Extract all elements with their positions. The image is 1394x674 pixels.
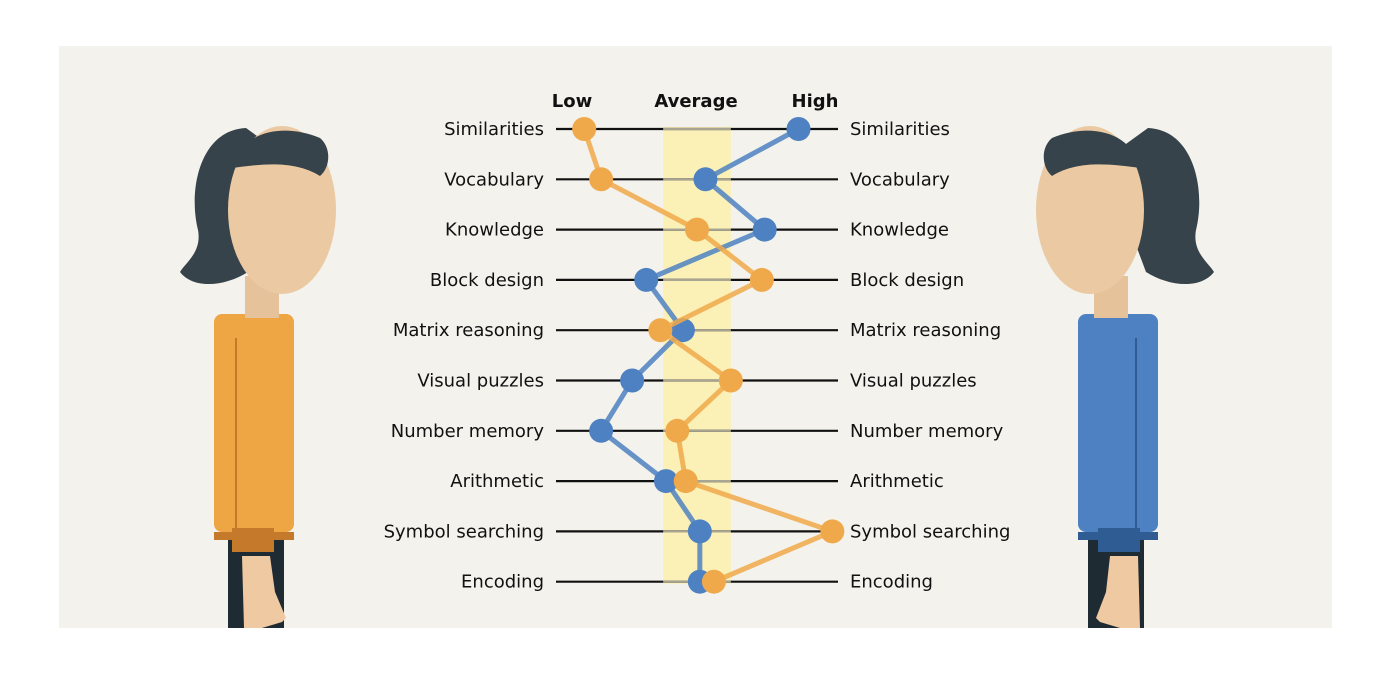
series-blue (589, 117, 811, 594)
point-blue-visual-puzzles (620, 368, 645, 393)
left-label-matrix-reasoning: Matrix reasoning (393, 320, 544, 341)
series-orange (572, 117, 845, 594)
left-label-encoding: Encoding (461, 572, 544, 593)
point-blue-vocabulary (693, 167, 718, 192)
point-blue-block-design (634, 267, 659, 292)
right-label-visual-puzzles: Visual puzzles (850, 371, 977, 392)
right-label-block-design: Block design (850, 270, 964, 291)
series-line-orange (581, 128, 835, 585)
series-line-blue (598, 126, 800, 582)
scale-labels: Low Average High (552, 91, 839, 112)
left-label-arithmetic: Arithmetic (450, 471, 544, 492)
scale-label-low: Low (552, 91, 592, 112)
right-label-similarities: Similarities (850, 119, 950, 140)
left-figure-illustration (180, 126, 336, 628)
point-orange-arithmetic (673, 469, 698, 494)
point-orange-number-memory (665, 418, 690, 443)
left-label-block-design: Block design (430, 270, 544, 291)
point-orange-vocabulary (589, 167, 614, 192)
point-orange-symbol-searching (820, 519, 845, 544)
series-layer (572, 117, 845, 594)
right-label-arithmetic: Arithmetic (850, 471, 944, 492)
point-orange-visual-puzzles (718, 368, 743, 393)
point-orange-knowledge (685, 217, 709, 242)
point-blue-symbol-searching (687, 519, 712, 544)
point-orange-encoding (701, 569, 726, 594)
right-label-vocabulary: Vocabulary (850, 169, 950, 190)
point-orange-block-design (749, 267, 774, 292)
left-label-similarities: Similarities (444, 119, 544, 140)
right-label-knowledge: Knowledge (850, 220, 949, 241)
right-figure-illustration (1036, 126, 1214, 628)
point-orange-matrix-reasoning (648, 318, 673, 343)
scale-label-average: Average (654, 91, 737, 112)
point-blue-knowledge (752, 217, 777, 242)
scale-label-high: High (792, 91, 839, 112)
left-label-knowledge: Knowledge (445, 220, 544, 241)
right-label-number-memory: Number memory (850, 421, 1004, 442)
left-label-visual-puzzles: Visual puzzles (417, 371, 544, 392)
right-label-symbol-searching: Symbol searching (850, 521, 1010, 542)
point-blue-arithmetic (653, 469, 678, 494)
left-label-symbol-searching: Symbol searching (384, 521, 544, 542)
left-label-vocabulary: Vocabulary (444, 169, 544, 190)
point-orange-similarities (572, 117, 597, 141)
right-label-matrix-reasoning: Matrix reasoning (850, 320, 1001, 341)
left-label-number-memory: Number memory (391, 421, 545, 442)
point-blue-similarities (786, 117, 811, 141)
point-blue-number-memory (589, 418, 614, 443)
right-label-encoding: Encoding (850, 572, 933, 593)
